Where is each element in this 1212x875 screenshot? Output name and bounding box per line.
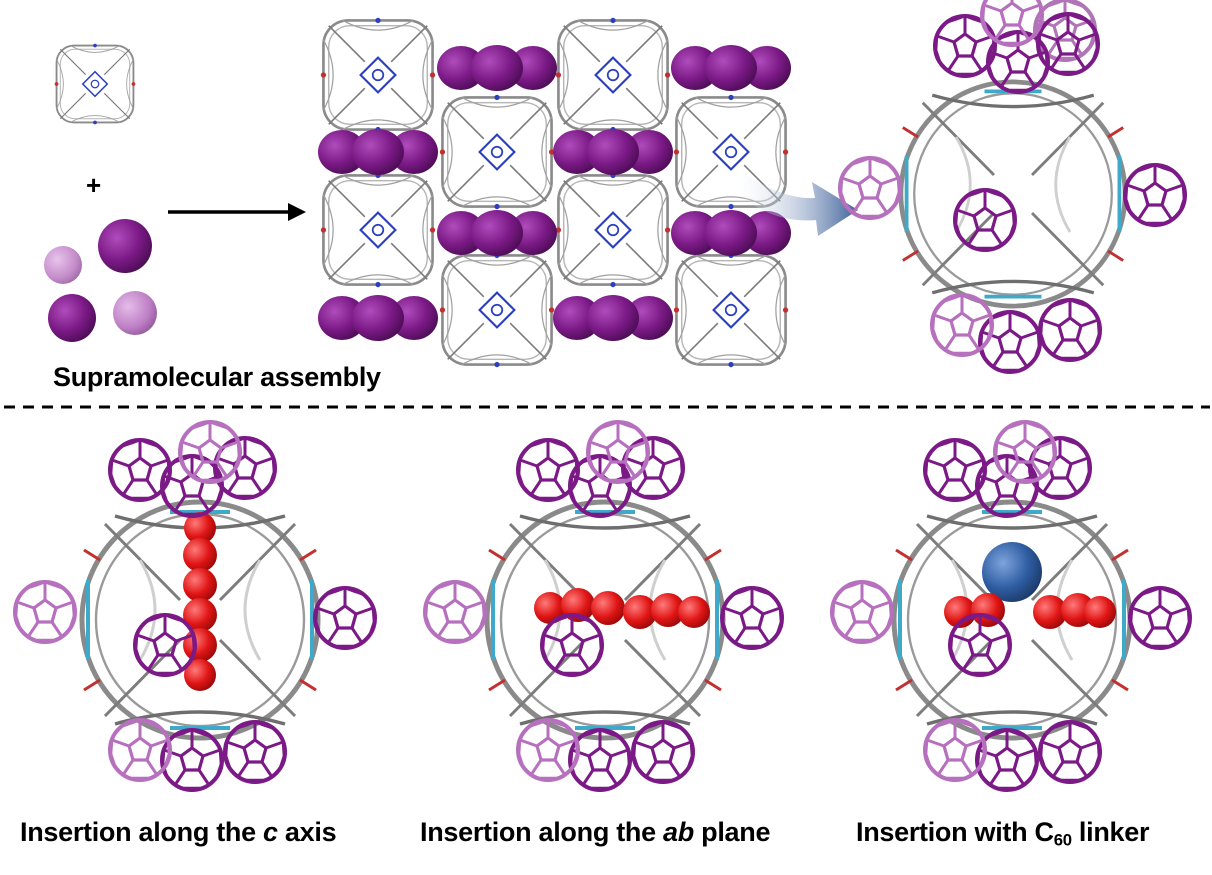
reaction-arrow-icon (168, 203, 306, 221)
fullerene-spheres (44, 219, 157, 342)
label-insertion-c-axis-em: c (263, 817, 278, 847)
guest-row-red (944, 593, 1116, 629)
fullerene-sphere-3 (48, 294, 96, 342)
label-insertion-c-axis-post: axis (277, 817, 337, 847)
host-cage-top (838, 0, 1187, 374)
crystal-packing (318, 16, 791, 369)
plus-sign: + (86, 170, 102, 200)
fullerene-sphere-2 (44, 246, 82, 284)
panel-c60-linker (830, 420, 1192, 792)
label-insertion-c60-pre: Insertion with C (856, 817, 1054, 847)
fullerene-sphere-1 (98, 219, 152, 273)
transfer-arrow-icon (735, 168, 858, 236)
panel-ab-plane (423, 420, 784, 792)
label-insertion-ab-plane-pre: Insertion along the (420, 817, 664, 847)
label-insertion-c60-linker: Insertion with C60 linker (856, 817, 1149, 851)
label-insertion-ab-plane-post: plane (693, 817, 771, 847)
cage-icon (53, 42, 137, 126)
label-supramolecular-assembly: Supramolecular assembly (53, 362, 381, 392)
label-insertion-ab-plane-em: ab (663, 817, 694, 847)
guest-row-red (534, 588, 710, 629)
label-insertion-ab-plane: Insertion along the ab plane (420, 817, 770, 848)
panel-c-axis (13, 420, 377, 792)
label-insertion-c-axis-pre: Insertion along the (20, 817, 264, 847)
label-insertion-c60-sub: 60 (1053, 830, 1072, 850)
guest-c60-blue (982, 542, 1042, 602)
fullerene-sphere-4 (113, 291, 157, 335)
label-insertion-c60-post: linker (1071, 817, 1150, 847)
label-insertion-c-axis: Insertion along the c axis (20, 817, 337, 848)
